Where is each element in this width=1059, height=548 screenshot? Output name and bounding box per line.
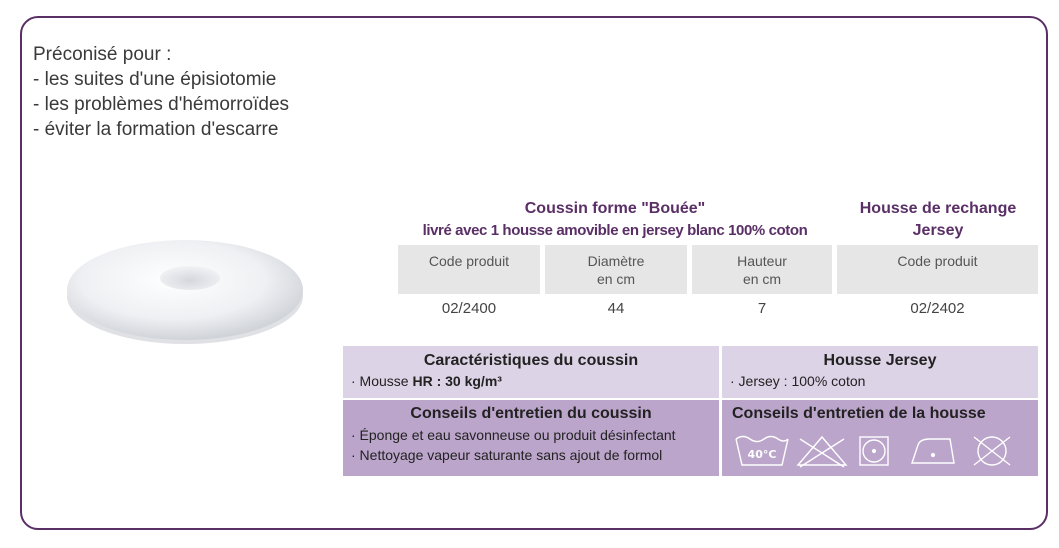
- table-cell-height: 7: [757, 300, 767, 317]
- iron-low-icon: [911, 438, 955, 464]
- spare-cover-material: Jersey: [912, 222, 964, 239]
- jersey-cover-title: Housse Jersey: [823, 352, 937, 369]
- cushion-care-box: Conseils d'entretien du coussin · Éponge…: [343, 400, 719, 476]
- recommendation-item: - les problèmes d'hémorroïdes: [33, 94, 290, 115]
- wash-40-icon: 40°C: [735, 435, 789, 466]
- spare-cover-title-block: Housse de rechange Jersey: [838, 198, 1038, 242]
- cushion-care-line: · Éponge et eau savonneuse ou produit dé…: [351, 427, 676, 443]
- product-title-block: Coussin forme "Bouée" livré avec 1 houss…: [398, 198, 832, 242]
- recommendation-item: - les suites d'une épisiotomie: [33, 69, 277, 90]
- content-frame: [20, 16, 1048, 530]
- table-header-spare-code: Code produit: [837, 245, 1038, 294]
- no-dry-clean-icon: [973, 436, 1011, 466]
- characteristics-line: · Mousse HR : 30 kg/m³: [351, 373, 502, 389]
- cushion-care-title: Conseils d'entretien du coussin: [410, 405, 652, 422]
- characteristics-title: Caractéristiques du coussin: [423, 352, 639, 369]
- jersey-cover-box: Housse Jersey · Jersey : 100% coton: [722, 346, 1038, 398]
- care-symbols: 40°C: [735, 435, 1011, 468]
- svg-text:40°C: 40°C: [748, 448, 777, 461]
- spare-cover-title: Housse de rechange: [859, 200, 1017, 217]
- no-bleach-icon: [796, 435, 848, 468]
- recommendation-heading: Préconisé pour :: [33, 44, 172, 65]
- tumble-dry-low-icon: [859, 436, 889, 466]
- cushion-care-line: · Nettoyage vapeur saturante sans ajout …: [351, 447, 663, 463]
- recommendation-list: Préconisé pour : - les suites d'une épis…: [33, 42, 289, 142]
- product-title: Coussin forme "Bouée": [524, 200, 706, 217]
- product-subtitle: livré avec 1 housse amovible en jersey b…: [422, 222, 808, 239]
- jersey-cover-line: · Jersey : 100% coton: [730, 373, 866, 389]
- table-cell-spare-code: 02/2402: [910, 300, 965, 317]
- cushion-characteristics-box: Caractéristiques du coussin · Mousse HR …: [343, 346, 719, 398]
- ring-cushion-image: [67, 240, 303, 344]
- table-cell-code: 02/2400: [441, 300, 497, 317]
- recommendation-item: - éviter la formation d'escarre: [33, 119, 279, 140]
- table-header-diameter: Diamètre en cm: [545, 245, 687, 294]
- table-header-height: Hauteur en cm: [692, 245, 832, 294]
- table-cell-diameter: 44: [607, 300, 625, 317]
- cover-care-title: Conseils d'entretien de la housse: [732, 405, 986, 422]
- table-header-code: Code produit: [398, 245, 540, 294]
